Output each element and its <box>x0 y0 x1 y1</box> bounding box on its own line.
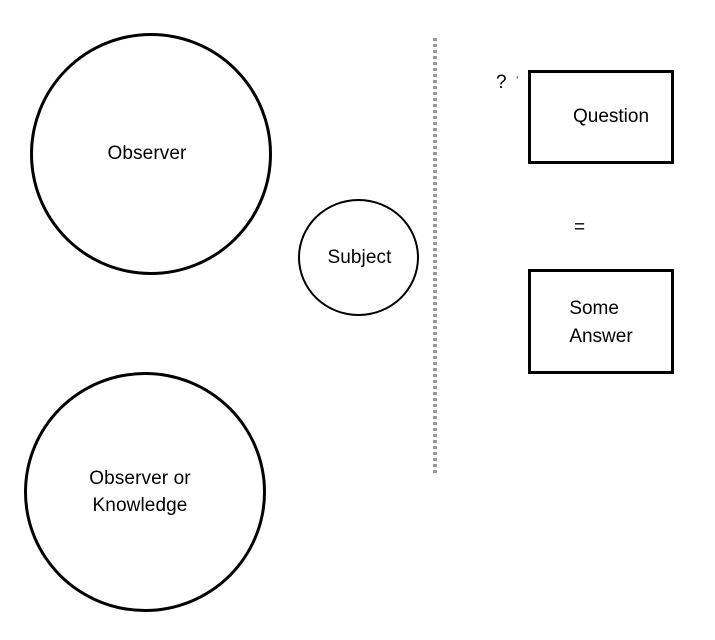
observer-circle-label: Observer <box>107 142 187 164</box>
observer-or-knowledge-circle-label: Observer or Knowledge <box>89 468 191 516</box>
question-box[interactable]: Question <box>528 70 674 164</box>
question-box-label: Question <box>572 106 650 127</box>
question-mark-glyph: ? <box>496 72 507 93</box>
observer-circle[interactable]: Observer <box>30 33 272 275</box>
some-answer-box-label: Some Answer <box>569 297 633 347</box>
dotted-divider-line <box>433 38 437 474</box>
subject-circle[interactable]: Subject <box>298 199 419 316</box>
some-answer-box[interactable]: Some Answer <box>528 269 674 374</box>
observer-or-knowledge-circle[interactable]: Observer or Knowledge <box>24 372 266 612</box>
tick-mark-glyph: ' <box>516 73 519 88</box>
equals-sign-glyph: = <box>574 217 586 238</box>
subject-circle-label: Subject <box>327 247 392 268</box>
